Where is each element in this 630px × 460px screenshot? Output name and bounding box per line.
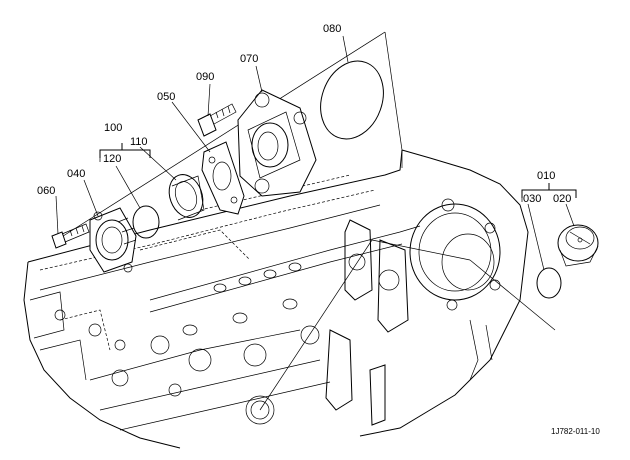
label-110: 110: [130, 136, 148, 148]
reference-code: 1J782-011-10: [551, 427, 600, 436]
engine-block-drawing: [23, 149, 529, 449]
bolt-060[interactable]: [51, 223, 90, 249]
leader-lines: [55, 35, 575, 271]
label-030: 030: [523, 193, 541, 205]
cover-plate-070[interactable]: [237, 89, 317, 197]
o-ring-030[interactable]: [536, 267, 562, 299]
label-070: 070: [240, 53, 258, 65]
label-060: 060: [37, 185, 55, 197]
label-120: 120: [103, 153, 121, 165]
label-090: 090: [196, 71, 214, 83]
manifold-ports: [88, 262, 320, 425]
label-050: 050: [157, 91, 175, 103]
cap-020[interactable]: [557, 224, 599, 267]
label-020: 020: [553, 193, 571, 205]
filler-port-040[interactable]: [89, 207, 137, 273]
label-080: 080: [323, 23, 341, 35]
cap-110[interactable]: [163, 170, 208, 222]
explosion-lines: [59, 31, 556, 411]
o-ring-080[interactable]: [310, 52, 394, 148]
label-010: 010: [537, 170, 555, 182]
label-100: 100: [104, 122, 122, 134]
o-ring-120[interactable]: [132, 205, 160, 239]
gasket-050[interactable]: [201, 141, 245, 215]
label-040: 040: [67, 168, 85, 180]
part-labels: 080 070 090 050 100 110 120 040 060 010 …: [37, 23, 571, 205]
bolt-090[interactable]: [197, 103, 237, 137]
